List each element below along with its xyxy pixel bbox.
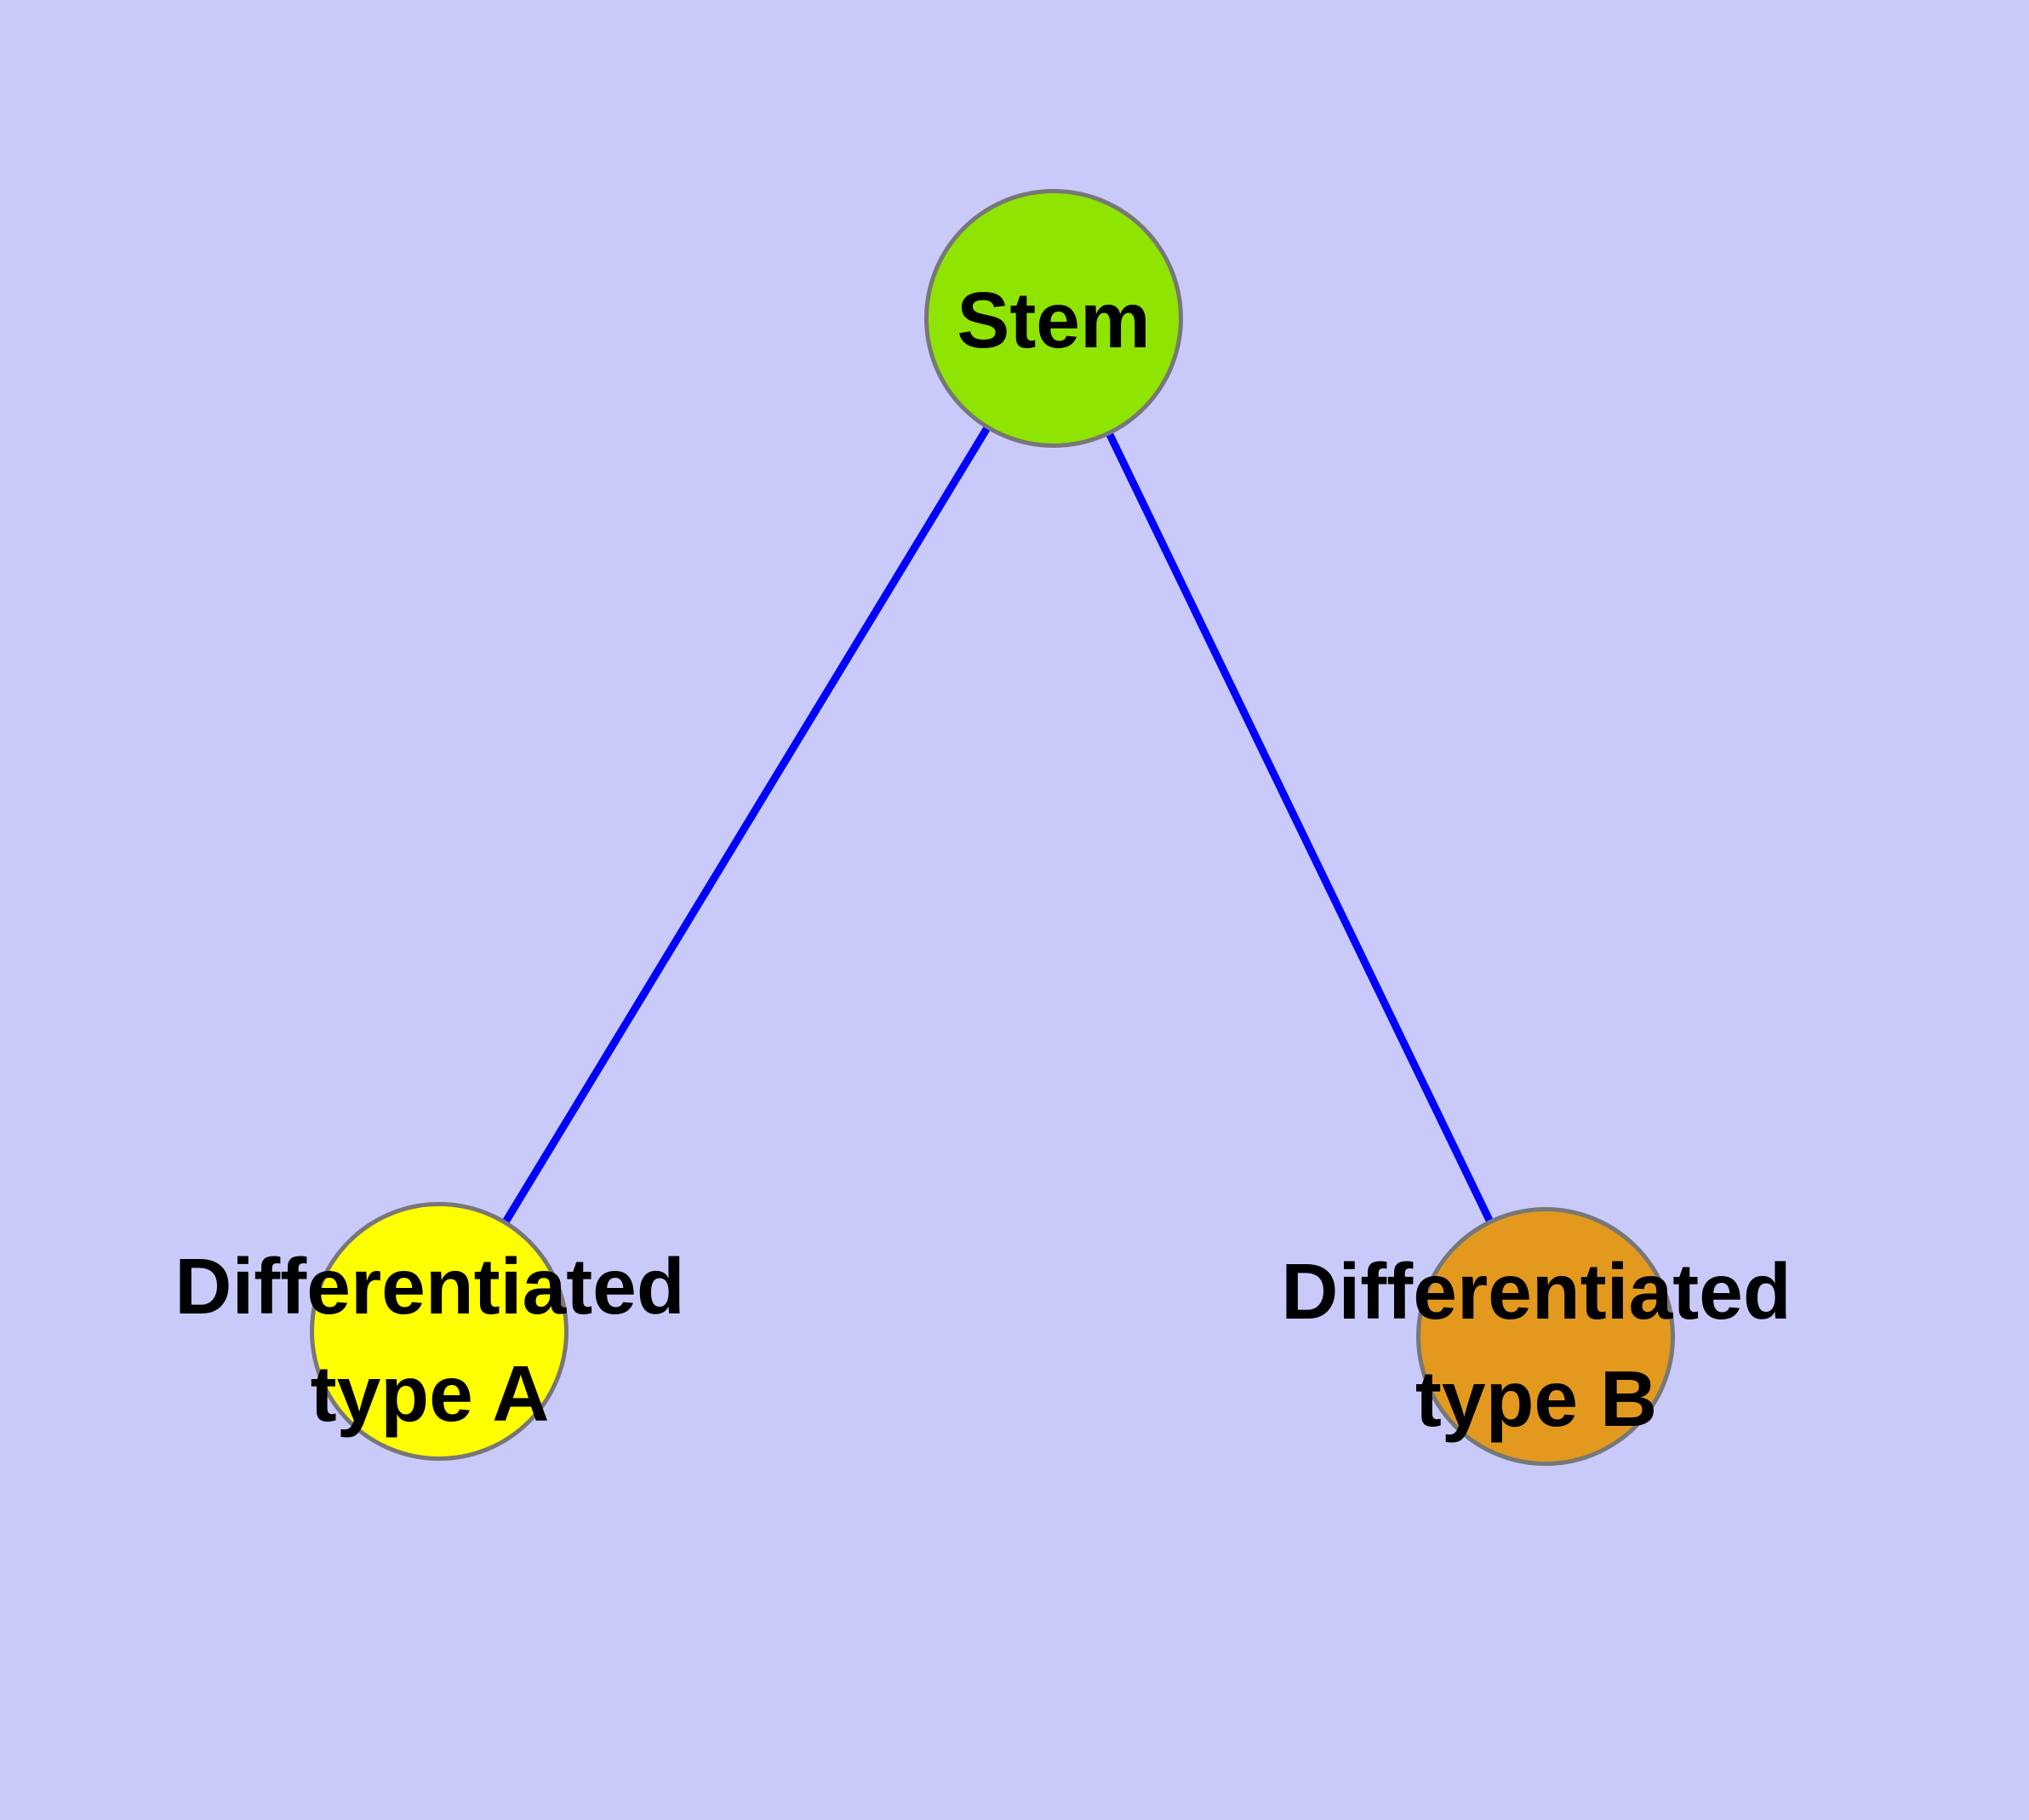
node-label-type-a: Differentiated type A (174, 1242, 685, 1438)
edge-stem-type-a (436, 316, 1057, 1334)
node-label-stem: Stem (957, 276, 1151, 364)
edge-stem-type-b (1049, 317, 1550, 1338)
node-type-a[interactable] (310, 1202, 569, 1461)
node-stem[interactable] (924, 189, 1183, 448)
node-type-b[interactable] (1416, 1207, 1675, 1466)
node-label-type-b: Differentiated type B (1281, 1247, 1792, 1443)
